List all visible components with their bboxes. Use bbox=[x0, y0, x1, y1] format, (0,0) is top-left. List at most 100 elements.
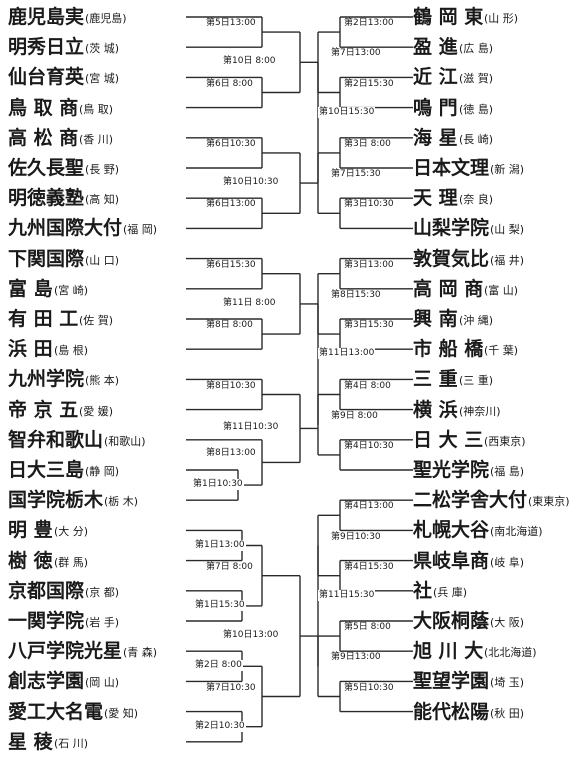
match-schedule-label: 第9日 8:00 bbox=[330, 410, 379, 422]
match-schedule-label: 第7日 8:00 bbox=[205, 561, 254, 573]
team-left: 帝 京 五(愛 媛) bbox=[8, 399, 188, 422]
team-name: 日大三島 bbox=[8, 459, 85, 481]
team-prefecture: (岩 手) bbox=[85, 616, 120, 629]
team-name: 興 南 bbox=[413, 308, 458, 330]
team-name: 三 重 bbox=[413, 368, 458, 391]
match-schedule-label: 第7日13:00 bbox=[330, 48, 382, 60]
team-name: 下関国際 bbox=[8, 247, 85, 270]
team-prefecture: (東東京) bbox=[528, 495, 570, 509]
team-prefecture: (石 川) bbox=[54, 736, 89, 750]
team-prefecture: (長 崎) bbox=[459, 132, 494, 146]
team-right: 旭 川 大(北北海道) bbox=[413, 640, 585, 663]
team-right: 日 大 三(西東京) bbox=[413, 429, 585, 452]
team-name: 鳴 門 bbox=[413, 96, 458, 119]
team-prefecture: (徳 島) bbox=[459, 102, 494, 116]
team-prefecture: (新 潟) bbox=[490, 163, 525, 176]
team-left: 仙台育英(宮 城) bbox=[8, 66, 188, 89]
team-left: 国学院栃木(栃 木) bbox=[8, 489, 188, 512]
match-schedule-label: 第2日13:00 bbox=[343, 18, 395, 30]
team-left: 富 島(宮 崎) bbox=[8, 278, 188, 301]
team-right: 聖光学院(福 島) bbox=[413, 459, 585, 482]
match-schedule-label: 第3日13:00 bbox=[343, 259, 395, 271]
team-prefecture: (山 梨) bbox=[490, 223, 525, 237]
match-schedule-label: 第9日10:30 bbox=[330, 531, 382, 543]
team-name: 天 理 bbox=[413, 187, 458, 210]
team-right: 札幌大谷(南北海道) bbox=[413, 519, 585, 542]
team-left: 佐久長聖(長 野) bbox=[8, 157, 188, 180]
match-schedule-label: 第5日13:00 bbox=[205, 18, 257, 30]
team-left: 下関国際(山 口) bbox=[8, 248, 188, 271]
match-schedule-label: 第6日10:30 bbox=[205, 138, 257, 150]
team-right: 聖望学園(埼 玉) bbox=[413, 670, 585, 693]
team-left: 一関学院(岩 手) bbox=[8, 610, 188, 633]
match-schedule-label: 第11日10:30 bbox=[222, 422, 280, 434]
team-left: 明徳義塾(高 知) bbox=[8, 187, 188, 210]
team-prefecture: (大 阪) bbox=[490, 616, 525, 629]
team-left: 鳥 取 商(鳥 取) bbox=[8, 97, 188, 120]
team-prefecture: (神奈川) bbox=[459, 404, 501, 418]
team-prefecture: (福 井) bbox=[490, 253, 525, 267]
team-prefecture: (長 野) bbox=[85, 163, 120, 176]
team-right: 山梨学院(山 梨) bbox=[413, 217, 585, 240]
match-schedule-label: 第8日13:00 bbox=[205, 448, 257, 460]
match-schedule-label: 第10日13:00 bbox=[222, 630, 280, 642]
team-name: 日 大 三 bbox=[413, 428, 484, 451]
team-name: 敦賀気比 bbox=[413, 247, 490, 270]
team-prefecture: (福 岡) bbox=[123, 223, 158, 237]
match-schedule-label: 第2日 8:00 bbox=[194, 660, 243, 672]
match-schedule-label: 第5日10:30 bbox=[343, 682, 395, 694]
team-left: 日大三島(静 岡) bbox=[8, 459, 188, 482]
team-name: 横 浜 bbox=[413, 398, 458, 421]
team-right: 近 江(滋 賀) bbox=[413, 66, 585, 89]
team-name: 盈 進 bbox=[413, 36, 458, 59]
team-right: 興 南(沖 縄) bbox=[413, 308, 585, 331]
team-name: 山梨学院 bbox=[413, 217, 490, 240]
team-prefecture: (広 島) bbox=[459, 42, 494, 56]
team-name: 樹 徳 bbox=[8, 549, 53, 572]
match-schedule-label: 第11日 8:00 bbox=[222, 297, 277, 309]
team-prefecture: (岐 阜) bbox=[490, 555, 525, 569]
match-schedule-label: 第1日13:00 bbox=[194, 539, 246, 551]
team-prefecture: (西東京) bbox=[484, 434, 526, 448]
team-name: 旭 川 大 bbox=[413, 640, 484, 663]
team-name: 一関学院 bbox=[8, 610, 85, 632]
match-schedule-label: 第4日13:00 bbox=[343, 501, 395, 513]
team-prefecture: (鳥 取) bbox=[79, 102, 114, 116]
team-name: 社 bbox=[413, 579, 433, 602]
team-name: 二松学舎大付 bbox=[413, 489, 528, 512]
team-right: 天 理(奈 良) bbox=[413, 187, 585, 210]
team-prefecture: (群 馬) bbox=[54, 555, 89, 569]
team-name: 明徳義塾 bbox=[8, 187, 85, 210]
team-prefecture: (滋 賀) bbox=[459, 72, 494, 86]
team-left: 愛工大名電(愛 知) bbox=[8, 701, 188, 724]
team-left: 京都国際(京 都) bbox=[8, 580, 188, 603]
team-left: 八戸学院光星(青 森) bbox=[8, 640, 188, 663]
team-prefecture: (富 山) bbox=[484, 283, 519, 297]
match-schedule-label: 第6日15:30 bbox=[205, 259, 257, 271]
team-name: 鹿児島実 bbox=[8, 6, 85, 28]
team-name: 市 船 橋 bbox=[413, 338, 484, 361]
match-schedule-label: 第3日10:30 bbox=[343, 199, 395, 211]
team-prefecture: (愛 媛) bbox=[79, 404, 114, 418]
team-left: 高 松 商(香 川) bbox=[8, 127, 188, 150]
team-left: 九州国際大付(福 岡) bbox=[8, 217, 188, 240]
team-name: 聖光学院 bbox=[413, 459, 490, 481]
team-prefecture: (佐 賀) bbox=[79, 314, 114, 327]
team-right: 社(兵 庫) bbox=[413, 580, 585, 603]
team-left: 明 豊(大 分) bbox=[8, 519, 188, 542]
team-name: 創志学園 bbox=[8, 670, 85, 693]
team-prefecture: (千 葉) bbox=[484, 344, 519, 358]
match-schedule-label: 第7日10:30 bbox=[205, 682, 257, 694]
match-schedule-label: 第8日 8:00 bbox=[205, 320, 254, 332]
team-prefecture: (茨 城) bbox=[85, 42, 120, 56]
match-schedule-label: 第6日13:00 bbox=[205, 199, 257, 211]
match-schedule-label: 第11日15:30 bbox=[318, 589, 376, 601]
team-name: 高 松 商 bbox=[8, 126, 79, 149]
team-prefecture: (静 岡) bbox=[85, 465, 120, 478]
team-name: 浜 田 bbox=[8, 338, 53, 361]
match-schedule-label: 第1日15:30 bbox=[194, 599, 246, 611]
team-right: 海 星(長 崎) bbox=[413, 127, 585, 150]
team-prefecture: (埼 玉) bbox=[490, 676, 525, 690]
team-prefecture: (山 口) bbox=[85, 253, 120, 267]
